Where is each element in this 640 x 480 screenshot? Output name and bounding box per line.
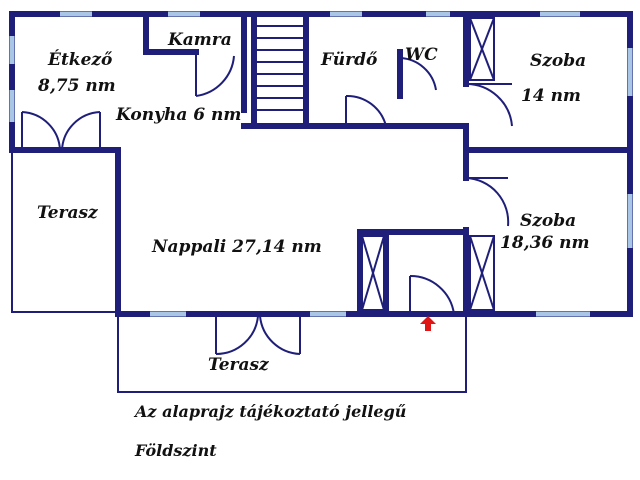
floor-label: Földszint bbox=[135, 441, 217, 460]
kamra-name: Kamra bbox=[168, 30, 232, 50]
disclaimer-note: Az alaprajz tájékoztató jellegű bbox=[135, 402, 407, 421]
windows bbox=[9, 11, 633, 317]
wc-name: WC bbox=[405, 45, 438, 65]
terasz-south-name: Terasz bbox=[208, 355, 269, 375]
konyha-name: Konyha 6 nm bbox=[116, 105, 242, 125]
up-arrow-icon bbox=[420, 316, 436, 331]
etkezo-area: 8,75 nm bbox=[38, 76, 116, 96]
nappali-name: Nappali 27,14 nm bbox=[152, 237, 322, 257]
szoba1-area: 14 nm bbox=[521, 86, 581, 106]
furdo-name: Fürdő bbox=[321, 50, 378, 70]
terasz-west-name: Terasz bbox=[37, 203, 98, 223]
stairs bbox=[254, 25, 306, 111]
etkezo-name: Étkező bbox=[48, 50, 113, 70]
terrace-outlines bbox=[11, 150, 467, 393]
szoba2-area: 18,36 nm bbox=[500, 233, 590, 253]
wardrobes bbox=[361, 17, 495, 311]
szoba1-name: Szoba bbox=[530, 51, 587, 71]
walls bbox=[9, 11, 633, 317]
szoba2-name: Szoba bbox=[520, 211, 577, 231]
door-swings bbox=[21, 52, 513, 356]
